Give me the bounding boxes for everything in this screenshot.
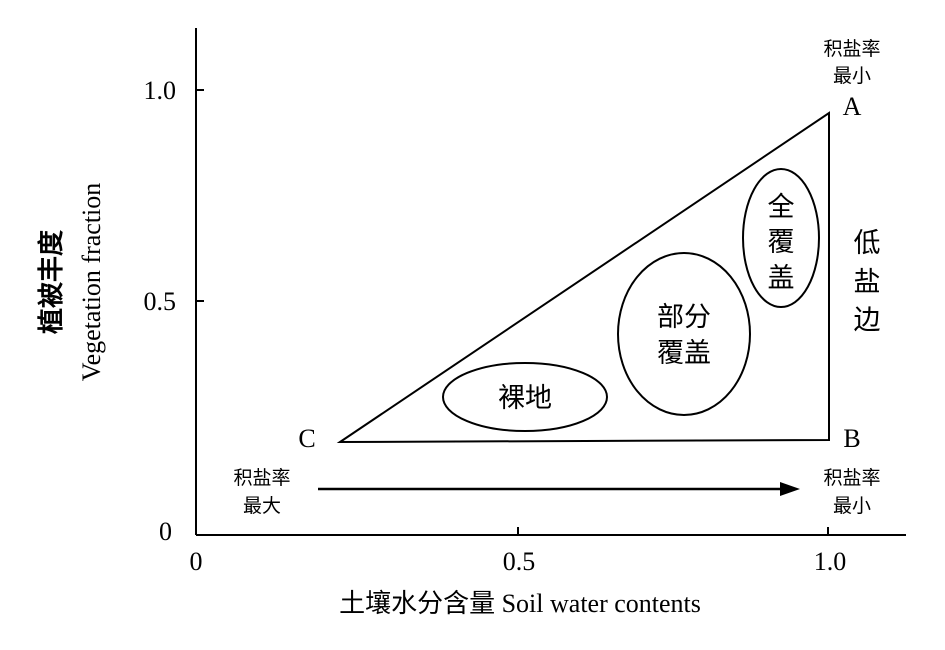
- bare-land-ellipse: [442, 362, 608, 432]
- partial-cover-label-1: 部分: [657, 302, 711, 332]
- note-bottom-right-line2: 最小: [833, 495, 871, 517]
- full-cover-ellipse: [742, 168, 820, 308]
- y-tick-label-1-0: 1.0: [144, 76, 177, 105]
- note-bottom-left-line1: 积盐率: [233, 467, 290, 489]
- y-tick-label-0: 0: [159, 517, 172, 546]
- corner-label-c: C: [298, 424, 315, 453]
- full-cover-label-2: 覆: [768, 227, 795, 257]
- note-top-right-line1: 积盐率: [823, 38, 880, 60]
- corner-label-b: B: [843, 424, 860, 453]
- partial-cover-label-2: 覆盖: [657, 338, 711, 368]
- y-axis-title-en: Vegetation fraction: [77, 183, 106, 382]
- note-top-right-line2: 最小: [833, 65, 871, 87]
- full-cover-label-3: 盖: [768, 263, 795, 293]
- full-cover-label-1: 全: [768, 192, 795, 222]
- low-salt-edge-label-1: 低: [854, 228, 881, 258]
- partial-cover-ellipse: [617, 252, 751, 416]
- salinity-gradient-arrow: [318, 482, 800, 496]
- low-salt-edge-label-2: 盐: [854, 267, 881, 297]
- x-tick-label-0-5: 0.5: [503, 547, 536, 576]
- feature-space-triangle: [336, 111, 830, 444]
- note-bottom-left-line2: 最大: [243, 495, 281, 517]
- arrow-head-icon: [780, 482, 800, 496]
- x-tick-label-0: 0: [190, 547, 203, 576]
- axes: [195, 28, 906, 536]
- y-axis-title-cn: 植被丰度: [36, 230, 66, 334]
- x-axis-title: 土壤水分含量 Soil water contents: [339, 589, 701, 618]
- low-salt-edge-label-3: 边: [854, 305, 881, 335]
- corner-label-a: A: [843, 92, 862, 121]
- bare-land-label: 裸地: [498, 383, 552, 413]
- y-tick-label-0-5: 0.5: [144, 287, 177, 316]
- x-tick-label-1-0: 1.0: [814, 547, 847, 576]
- note-bottom-right-line1: 积盐率: [823, 467, 880, 489]
- y-axis-title: 植被丰度 Vegetation fraction: [36, 183, 106, 382]
